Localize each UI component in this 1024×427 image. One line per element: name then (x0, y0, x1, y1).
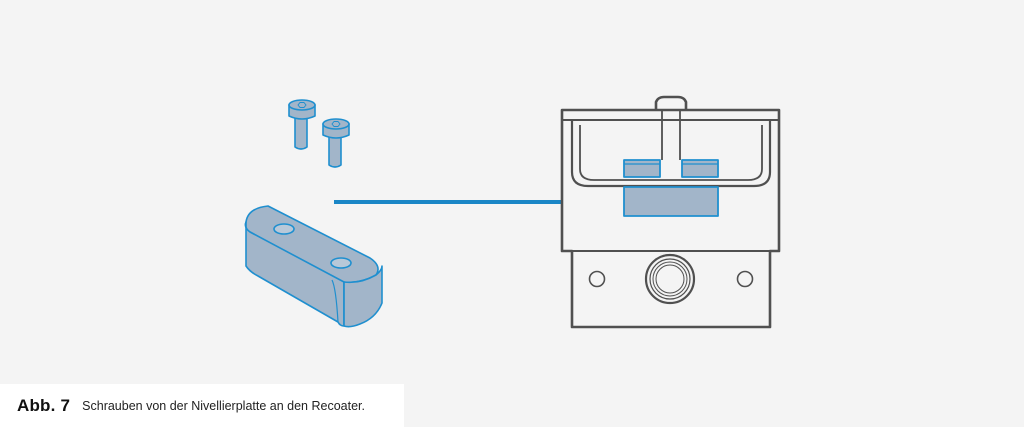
screw-icon (322, 118, 350, 168)
screw-icon (288, 99, 316, 150)
caption-text: Schrauben von der Nivellierplatte an den… (82, 398, 365, 413)
figure-caption: Abb. 7 Schrauben von der Nivellierplatte… (0, 384, 404, 427)
recoater-mount-parts (623, 159, 719, 217)
caption-label: Abb. 7 (17, 395, 71, 415)
recoater-icon (560, 95, 781, 329)
leveling-plate-icon (244, 205, 383, 328)
